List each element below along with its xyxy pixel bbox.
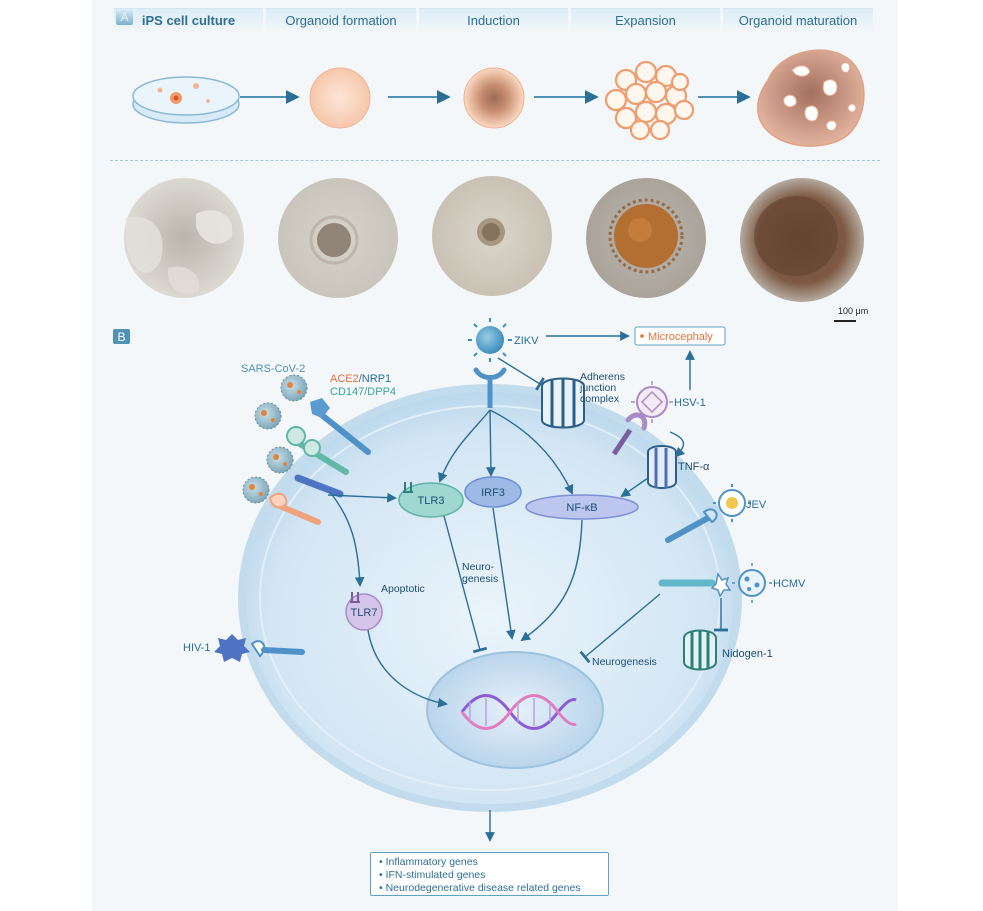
jev-receptor: [665, 508, 718, 543]
nidogen-1-label: Nidogen-1: [722, 648, 773, 660]
micrograph-induction: [432, 176, 552, 296]
zikv-virus-icon: [468, 318, 512, 362]
irf3-node: [464, 476, 522, 508]
cd147-receptor: [294, 474, 344, 498]
stage-induction: Induction: [419, 8, 568, 33]
microcephaly-bullet: [640, 334, 644, 338]
dna-icon: [460, 694, 577, 730]
hcmv-receptor: [658, 572, 732, 598]
micrograph-maturation: [740, 178, 864, 302]
nfkb-label: NF-κB: [566, 502, 597, 514]
expansion-cluster: [604, 60, 695, 141]
scale-bar-label: 100 μm: [838, 306, 869, 316]
output-genes-box: Inflammatory genes IFN-stimulated genes …: [370, 852, 609, 896]
tnf-alpha-label: TNF-α: [678, 461, 710, 473]
tlr3-label: TLR3: [418, 495, 445, 507]
gene-item-inflammatory: Inflammatory genes: [379, 856, 600, 869]
adherens-junction-icon: [541, 377, 585, 429]
hsv-1-receptor: [611, 412, 648, 456]
stage-ips-culture: iPS cell culture: [114, 8, 263, 33]
micrograph-expansion: [586, 178, 706, 298]
tlr3-node: [398, 482, 464, 518]
hcmv-virus-icon: [732, 563, 772, 603]
neurogenesis-split-label-1: Neuro-: [462, 561, 495, 573]
mature-organoid: [756, 49, 865, 147]
hiv-1-virus-icon: [214, 634, 250, 662]
petri-dish: [132, 76, 240, 124]
adherens-label-3: complex: [580, 393, 620, 405]
microcephaly-label: Microcephaly: [648, 331, 713, 343]
adherens-label-1: Adherens: [580, 371, 625, 383]
nfkb-node: [525, 494, 639, 520]
hsv-1-label: HSV-1: [674, 397, 706, 409]
panel-a-divider: [110, 160, 880, 161]
sars-cov-2-virus-icon: [242, 374, 308, 504]
zikv-label: ZIKV: [514, 335, 539, 347]
organoid-formation-sphere: [309, 67, 371, 129]
apoptotic-label: Apoptotic: [381, 583, 425, 595]
gene-item-neurodegenerative: Neurodegenerative disease related genes: [379, 882, 600, 895]
signaling-arrows: [327, 331, 695, 842]
cd147-dpp4-label: CD147/DPP4: [330, 386, 396, 398]
ace2-nrp1-label: ACE2/NRP1: [330, 373, 391, 385]
micrograph-formation: [278, 178, 398, 298]
stage-organoid-formation: Organoid formation: [266, 8, 416, 33]
inhibition-lines: [443, 357, 728, 664]
irf3-label: IRF3: [481, 487, 505, 499]
neurogenesis-label: Neurogenesis: [592, 656, 657, 668]
tlr7-label: TLR7: [351, 607, 378, 619]
scale-bar: [834, 320, 856, 322]
nidogen-1-icon: [683, 629, 717, 671]
nrp1-receptor: [310, 398, 371, 455]
jev-virus-icon: [713, 484, 751, 522]
microcephaly-box: [634, 326, 726, 346]
zikv-receptor: [473, 367, 507, 380]
induction-sphere: [463, 67, 525, 129]
dpp4-receptor: [268, 492, 321, 525]
stage-expansion: Expansion: [571, 8, 720, 33]
hcmv-label: HCMV: [773, 578, 806, 590]
micrograph-ips: [124, 178, 244, 298]
gene-item-ifn: IFN-stimulated genes: [379, 869, 600, 882]
panel-b-letter-box: [113, 329, 130, 344]
hsv-1-virus-icon: [631, 381, 673, 423]
neurogenesis-split-label-2: genesis: [462, 573, 498, 585]
sars-cov-2-label: SARS-CoV-2: [241, 363, 305, 375]
adherens-label-2: junction: [579, 382, 616, 394]
tlr7-node: [345, 592, 383, 631]
ace2-receptor: [286, 426, 349, 475]
stage-organoid-maturation: Organoid maturation: [723, 8, 873, 33]
tnf-alpha-receptor-icon: [647, 445, 677, 489]
panel-b-letter: B: [117, 330, 125, 344]
hiv-1-receptor: [250, 640, 305, 658]
hiv-1-label: HIV-1: [183, 642, 211, 654]
nucleus: [426, 651, 604, 769]
jev-label: JEV: [746, 499, 767, 511]
